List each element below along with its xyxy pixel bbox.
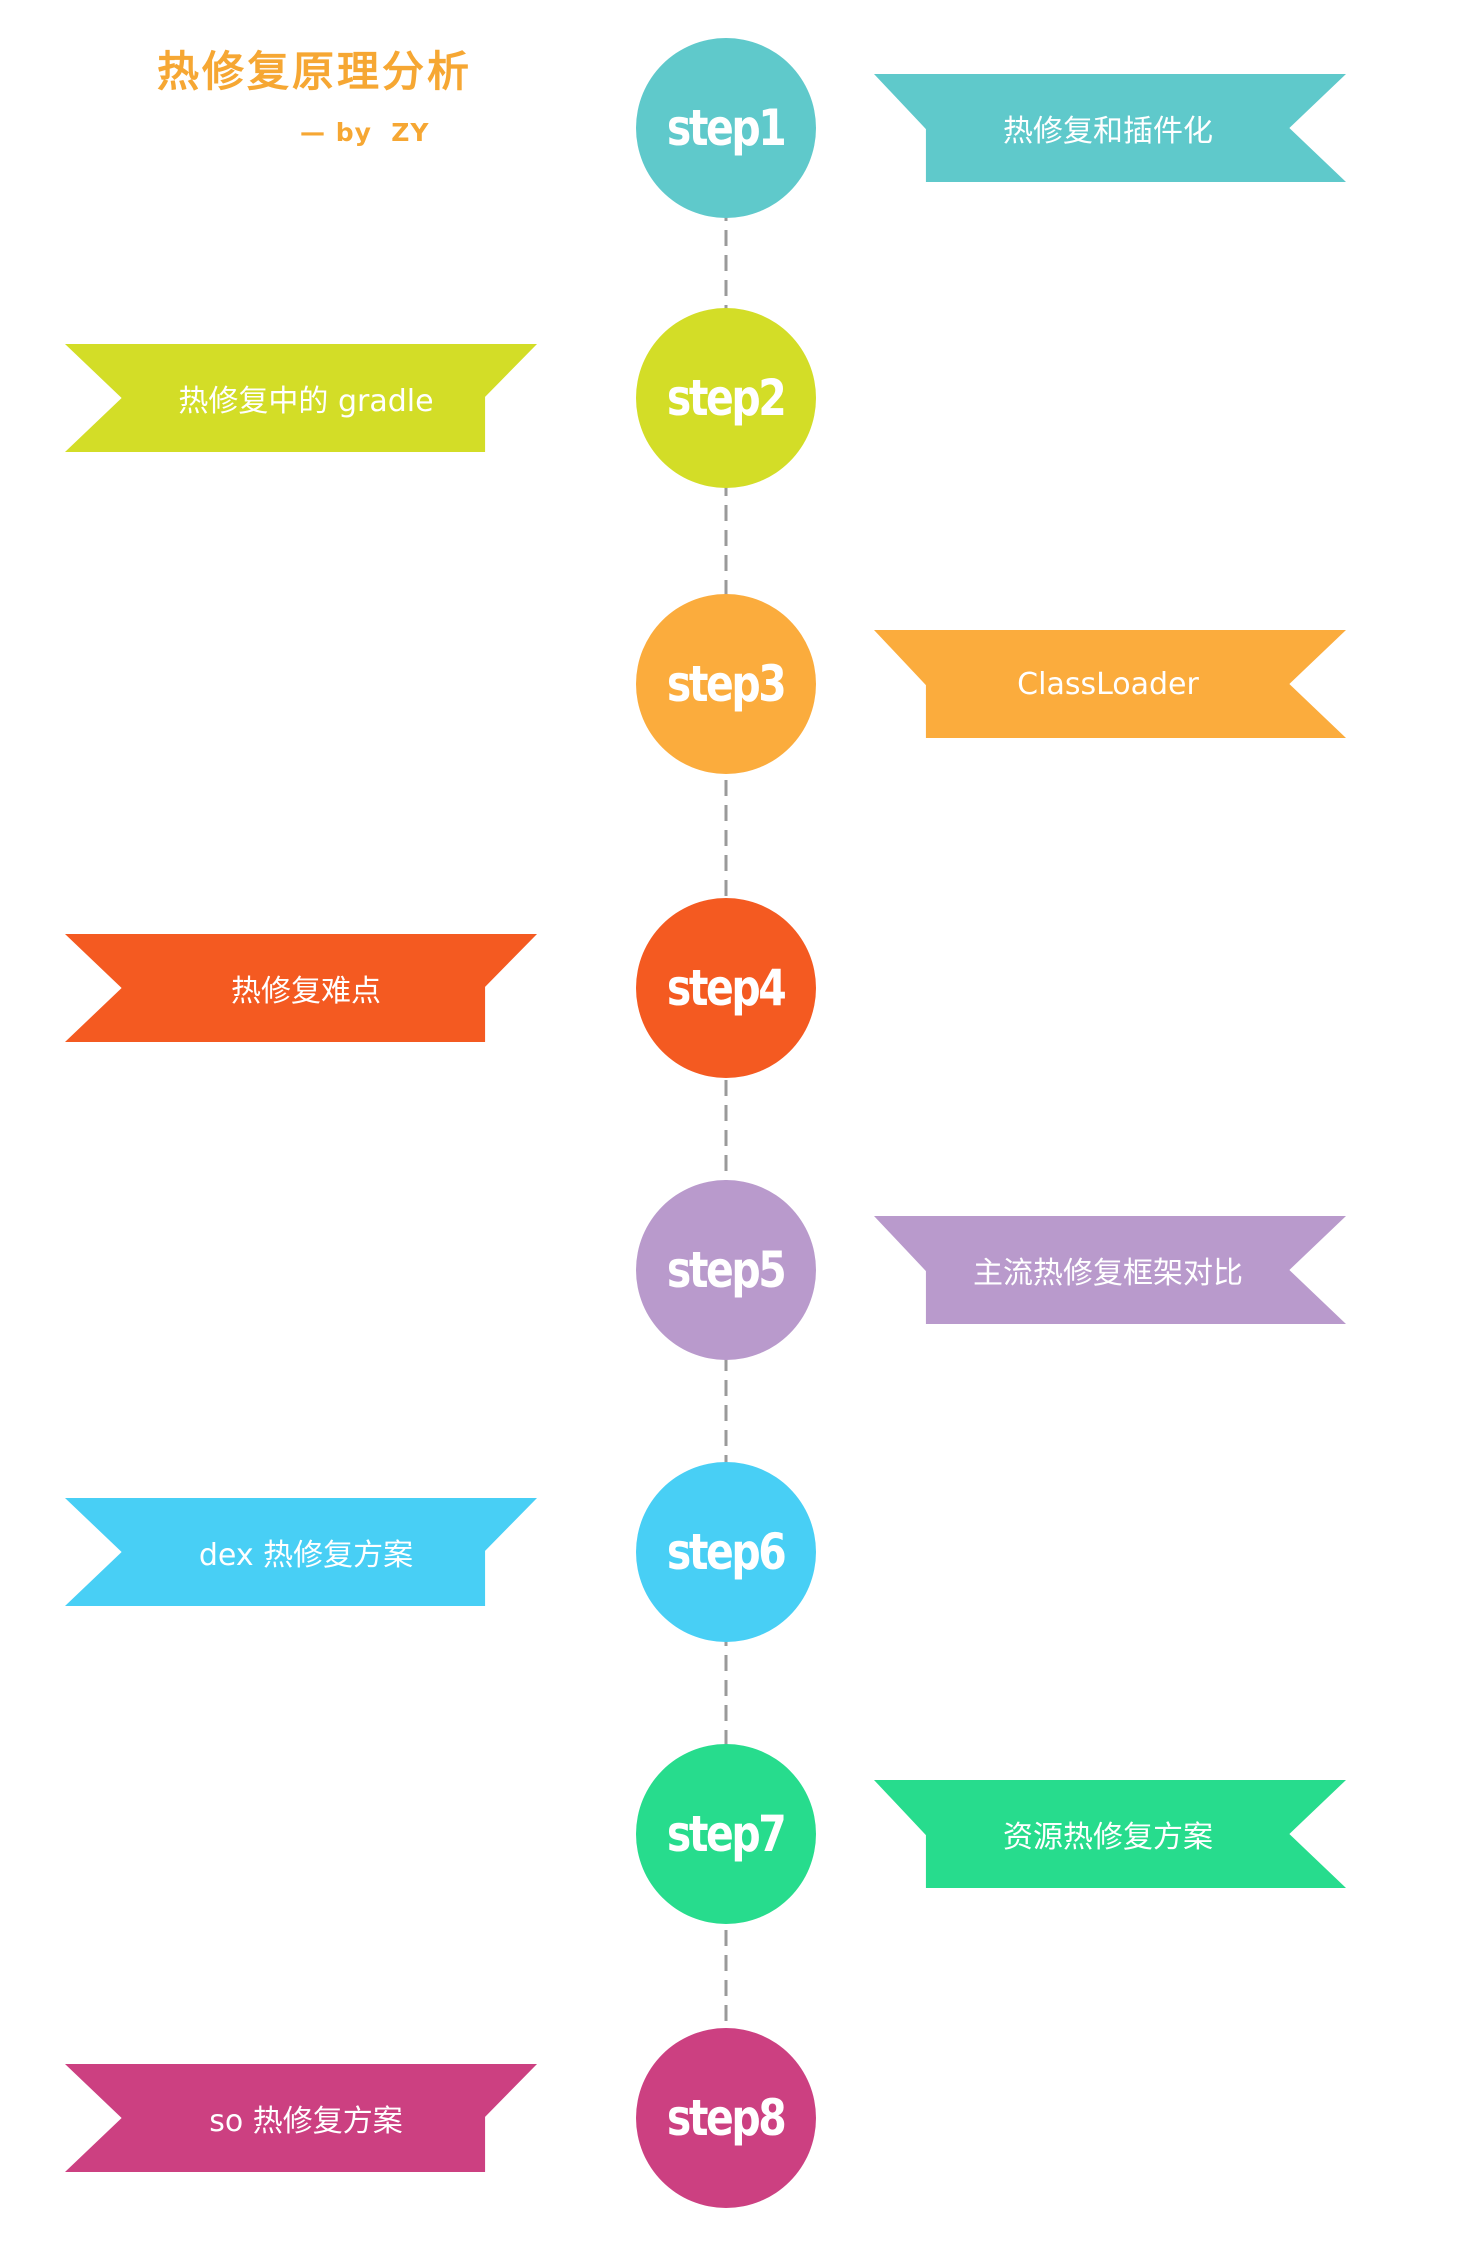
topic-label: 热修复难点 xyxy=(231,974,381,1009)
step-circle-4: step4 xyxy=(636,898,816,1078)
topic-label: dex 热修复方案 xyxy=(198,1538,414,1573)
topic-label: 资源热修复方案 xyxy=(1003,1820,1213,1855)
topic-label: 主流热修复框架对比 xyxy=(973,1256,1243,1291)
step-circle-2: step2 xyxy=(636,308,816,488)
step-label: step2 xyxy=(667,369,787,427)
step-circle-6: step6 xyxy=(636,1462,816,1642)
step-circle-1: step1 xyxy=(636,38,816,218)
step-circle-3: step3 xyxy=(636,594,816,774)
topic-ribbon-8: so 热修复方案 xyxy=(65,2064,537,2172)
step-label: step3 xyxy=(667,655,787,713)
topic-ribbon-2: 热修复中的 gradle xyxy=(65,344,537,452)
step-circle-8: step8 xyxy=(636,2028,816,2208)
topic-ribbon-1: 热修复和插件化 xyxy=(874,74,1346,182)
author-byline: — by ZY xyxy=(300,118,430,147)
step-circle-7: step7 xyxy=(636,1744,816,1924)
topic-label: 热修复和插件化 xyxy=(1003,114,1213,149)
step-label: step4 xyxy=(667,959,787,1017)
step-label: step5 xyxy=(667,1241,787,1299)
topic-ribbon-7: 资源热修复方案 xyxy=(874,1780,1346,1888)
topic-ribbon-5: 主流热修复框架对比 xyxy=(874,1216,1346,1324)
topic-label: ClassLoader xyxy=(1017,666,1199,702)
page-title: 热修复原理分析 xyxy=(157,47,473,96)
step-label: step6 xyxy=(667,1523,787,1581)
topic-label: so 热修复方案 xyxy=(209,2104,403,2139)
topic-ribbon-4: 热修复难点 xyxy=(65,934,537,1042)
step-circle-5: step5 xyxy=(636,1180,816,1360)
topic-label: 热修复中的 gradle xyxy=(178,384,434,419)
topic-ribbon-3: ClassLoader xyxy=(874,630,1346,738)
step-label: step8 xyxy=(667,2089,787,2147)
topic-ribbon-6: dex 热修复方案 xyxy=(65,1498,537,1606)
step-label: step7 xyxy=(667,1805,787,1863)
step-label: step1 xyxy=(667,99,787,157)
